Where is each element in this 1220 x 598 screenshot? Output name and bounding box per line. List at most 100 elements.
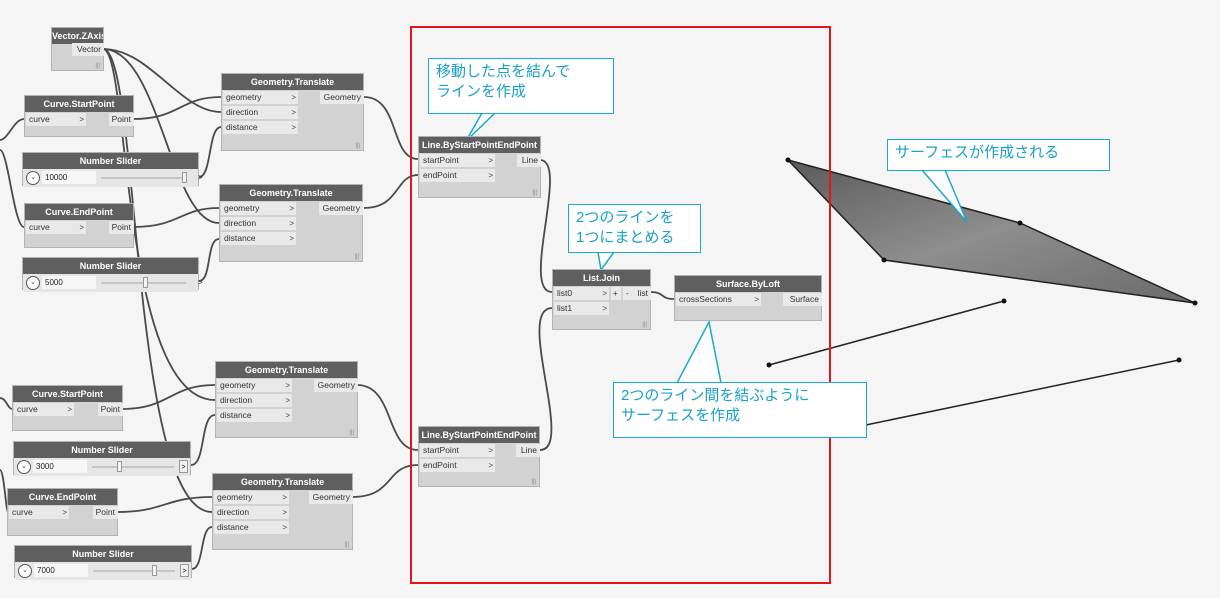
port-geometry[interactable]: geometry>: [223, 91, 298, 104]
port-output[interactable]: >: [198, 278, 203, 287]
node-number-slider[interactable]: Number Slider ⌄ 10000 >: [22, 152, 203, 187]
resize-grip[interactable]: |||: [642, 322, 647, 328]
node-number-slider[interactable]: Number Slider ⌄ 7000 >: [14, 545, 192, 580]
slider-value[interactable]: 10000: [42, 171, 96, 184]
resize-grip[interactable]: |||: [531, 479, 536, 485]
resize-grip[interactable]: |||: [95, 63, 100, 69]
port-list[interactable]: list: [633, 287, 651, 300]
port-vector[interactable]: Vector: [72, 43, 104, 56]
resize-grip[interactable]: |||: [344, 542, 349, 548]
port-direction[interactable]: direction>: [223, 106, 298, 119]
port-label: direction: [217, 507, 250, 517]
port-label: geometry: [220, 380, 256, 390]
node-list-join[interactable]: List.Join list0> list1> + - list |||: [552, 269, 651, 330]
resize-grip[interactable]: |||: [354, 254, 359, 260]
port-label: list0: [557, 288, 573, 298]
slider-value[interactable]: 7000: [34, 564, 88, 577]
port-geometry[interactable]: geometry>: [221, 202, 296, 215]
port-distance[interactable]: distance>: [223, 121, 298, 134]
node-geometry-translate[interactable]: Geometry.Translate geometry> direction> …: [212, 473, 353, 550]
port-label: curve: [29, 222, 50, 232]
chevron-down-icon[interactable]: ⌄: [18, 564, 32, 578]
chevron-right-icon: >: [488, 461, 493, 470]
resize-grip[interactable]: |||: [349, 430, 354, 436]
chevron-down-icon[interactable]: ⌄: [26, 276, 40, 290]
node-title: Vector.ZAxis: [52, 28, 103, 44]
port-startpoint[interactable]: startPoint>: [420, 154, 495, 167]
port-endpoint[interactable]: endPoint>: [420, 459, 495, 472]
node-title: Geometry.Translate: [220, 185, 362, 201]
port-endpoint[interactable]: endPoint>: [420, 169, 495, 182]
chevron-down-icon[interactable]: ⌄: [26, 171, 40, 185]
node-curve-endpoint[interactable]: Curve.EndPoint curve> Point: [7, 488, 118, 536]
slider-track[interactable]: [93, 570, 175, 572]
port-crosssections[interactable]: crossSections>: [676, 293, 761, 306]
port-surface[interactable]: Surface: [783, 293, 822, 306]
slider-value[interactable]: 3000: [33, 460, 87, 473]
chevron-right-icon: >: [488, 156, 493, 165]
port-list1[interactable]: list1>: [554, 302, 609, 315]
node-geometry-translate[interactable]: Geometry.Translate geometry> direction> …: [219, 184, 363, 262]
slider-row: ⌄ 7000 >: [15, 562, 191, 580]
port-label: curve: [29, 114, 50, 124]
port-distance[interactable]: distance>: [221, 232, 296, 245]
node-curve-startpoint[interactable]: Curve.StartPoint curve> Point: [24, 95, 134, 137]
port-line[interactable]: Line: [516, 444, 540, 457]
slider-thumb[interactable]: [143, 277, 148, 288]
node-title: Number Slider: [15, 546, 191, 562]
node-line-by-start-end[interactable]: Line.ByStartPointEndPoint startPoint> en…: [418, 426, 540, 487]
port-curve[interactable]: curve>: [26, 221, 86, 234]
slider-track[interactable]: [101, 177, 186, 179]
node-curve-endpoint[interactable]: Curve.EndPoint curve> Point: [24, 203, 134, 248]
highlight-box: [410, 26, 831, 584]
port-point[interactable]: Point: [109, 113, 134, 126]
port-geometry-out[interactable]: Geometry: [309, 491, 353, 504]
port-point[interactable]: Point: [98, 403, 123, 416]
expand-button[interactable]: >: [180, 564, 189, 577]
callout-connect-points: 移動した点を結んで ラインを作成: [428, 58, 614, 114]
add-port-button[interactable]: +: [611, 287, 621, 300]
port-direction[interactable]: direction>: [221, 217, 296, 230]
slider-thumb[interactable]: [152, 565, 157, 576]
port-direction[interactable]: direction >: [214, 506, 289, 519]
port-line[interactable]: Line: [517, 154, 541, 167]
port-curve[interactable]: curve>: [14, 403, 74, 416]
port-distance[interactable]: distance>: [214, 521, 289, 534]
port-startpoint[interactable]: startPoint>: [420, 444, 495, 457]
port-curve[interactable]: curve>: [26, 113, 86, 126]
chevron-right-icon: >: [67, 405, 72, 414]
node-vector-zaxis[interactable]: Vector.ZAxis Vector |||: [51, 27, 104, 71]
slider-thumb[interactable]: [117, 461, 122, 472]
slider-value[interactable]: 5000: [42, 276, 96, 289]
node-geometry-translate[interactable]: Geometry.Translate geometry> direction> …: [215, 361, 358, 438]
node-geometry-translate[interactable]: Geometry.Translate geometry> direction> …: [221, 73, 364, 151]
resize-grip[interactable]: |||: [355, 143, 360, 149]
port-geometry[interactable]: geometry>: [217, 379, 292, 392]
chevron-right-icon: >: [282, 523, 287, 532]
chevron-down-icon[interactable]: ⌄: [17, 460, 31, 474]
port-geometry[interactable]: geometry>: [214, 491, 289, 504]
resize-grip[interactable]: |||: [532, 190, 537, 196]
node-number-slider[interactable]: Number Slider ⌄ 3000 >: [13, 441, 191, 476]
port-geometry-out[interactable]: Geometry: [320, 91, 364, 104]
port-curve[interactable]: curve>: [9, 506, 69, 519]
slider-thumb[interactable]: [182, 172, 187, 183]
slider-track[interactable]: [92, 466, 174, 468]
node-number-slider[interactable]: Number Slider ⌄ 5000 >: [22, 257, 203, 292]
port-point[interactable]: Point: [109, 221, 134, 234]
port-direction[interactable]: direction>: [217, 394, 292, 407]
node-surface-by-loft[interactable]: Surface.ByLoft crossSections> Surface: [674, 275, 822, 321]
expand-button[interactable]: >: [179, 460, 188, 473]
port-distance[interactable]: distance>: [217, 409, 292, 422]
node-line-by-start-end[interactable]: Line.ByStartPointEndPoint startPoint> en…: [418, 136, 541, 198]
port-point[interactable]: Point: [93, 506, 118, 519]
chevron-right-icon: >: [754, 295, 759, 304]
port-output[interactable]: >: [198, 173, 203, 182]
chevron-right-icon: >: [282, 508, 287, 517]
port-geometry-out[interactable]: Geometry: [314, 379, 358, 392]
remove-port-button[interactable]: -: [623, 287, 633, 300]
port-list0[interactable]: list0>: [554, 287, 609, 300]
node-curve-startpoint[interactable]: Curve.StartPoint curve> Point: [12, 385, 123, 431]
port-geometry-out[interactable]: Geometry: [319, 202, 363, 215]
